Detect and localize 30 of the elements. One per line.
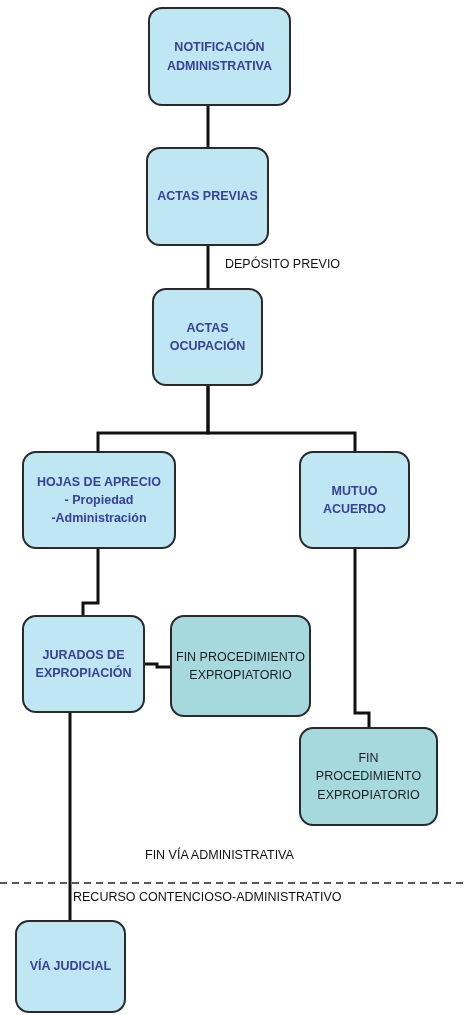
node-text: JURADOS DE EXPROPIACIÓN: [34, 646, 133, 682]
connector-line: [81, 549, 100, 615]
process-box: [299, 451, 410, 549]
end-box: [170, 615, 311, 717]
note-text: FIN VÍA ADMINISTRATIVA: [145, 848, 294, 862]
node-text: NOTIFICACIÓN ADMINISTRATIVA: [165, 38, 274, 75]
node-text: VÍA JUDICIAL: [29, 957, 112, 976]
connector-line: [353, 549, 371, 727]
node-text: FIN PROCEDIMIENTO EXPROPIATORIO: [314, 750, 423, 804]
process-box: [146, 147, 269, 246]
process-box: [15, 920, 126, 1013]
node-text: - Propiedad: [64, 491, 134, 509]
connector-line: [68, 713, 72, 920]
process-box: [22, 615, 145, 713]
note-text: RECURSO CONTENCIOSO-ADMINISTRATIVO: [73, 890, 342, 904]
connector-line: [206, 106, 210, 147]
node-text: FIN PROCEDIMIENTO EXPROPIATORIO: [176, 648, 305, 684]
connector-line: [206, 386, 357, 451]
node-text: ACTAS PREVIAS: [157, 188, 258, 206]
node-text: -Administración: [51, 510, 147, 528]
process-box: [148, 7, 291, 106]
node-text: MUTUO ACUERDO: [321, 482, 388, 518]
node-text: HOJAS DE APRECIO: [37, 473, 161, 491]
connector-line: [145, 662, 170, 669]
note-text: DEPÓSITO PREVIO: [225, 257, 341, 271]
connector-line: [206, 246, 210, 288]
end-box: [299, 727, 438, 826]
process-box: [152, 288, 263, 386]
node-text: ACTAS OCUPACIÓN: [168, 319, 247, 355]
process-box: [22, 451, 176, 549]
